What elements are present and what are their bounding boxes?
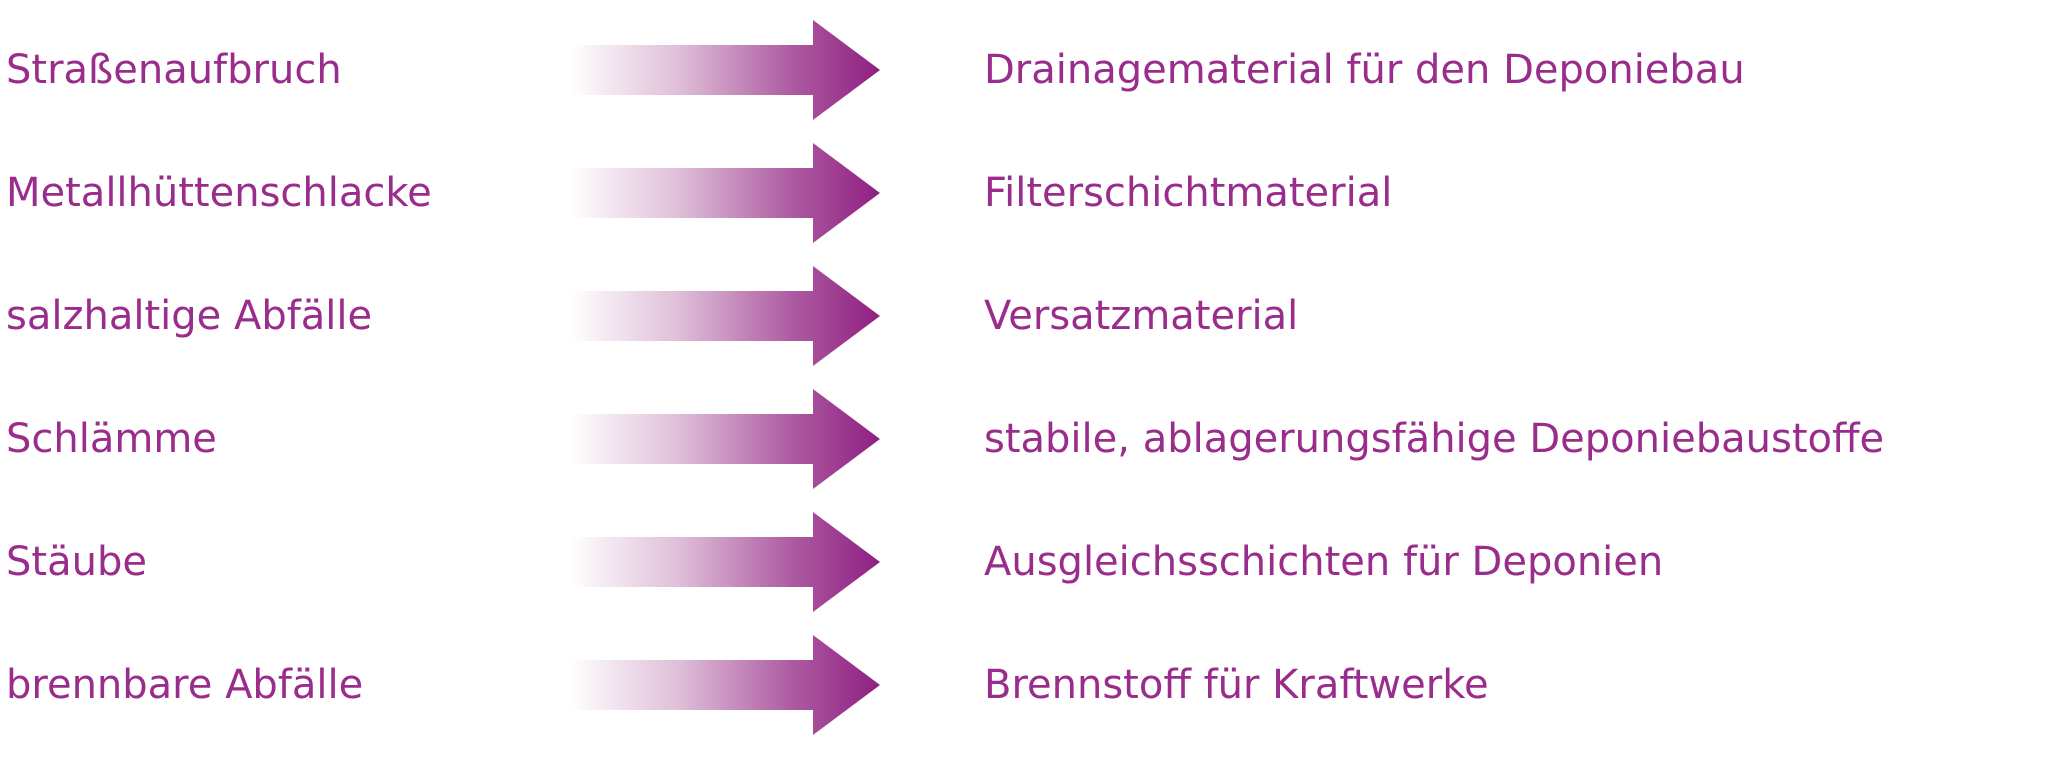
source-material-label: Stäube [6, 539, 147, 585]
source-material-label: Metallhüttenschlacke [6, 170, 432, 216]
source-material-label: brennbare Abfälle [6, 662, 364, 708]
right-arrow-icon [570, 512, 880, 612]
right-arrow-icon [570, 389, 880, 489]
target-use-label: Ausgleichsschichten für Deponien [984, 539, 1664, 585]
conversion-row: salzhaltige Abfälle Versatzmaterial [0, 261, 2048, 371]
target-use-label: Brennstoff für Kraftwerke [984, 662, 1489, 708]
right-arrow-icon [570, 266, 880, 366]
target-use-label: Versatzmaterial [984, 293, 1299, 339]
conversion-row: brennbare Abfälle Brennstoff für Kraftwe… [0, 630, 2048, 740]
target-use-label: Drainagematerial für den Deponiebau [984, 47, 1745, 93]
source-material-label: Schlämme [6, 416, 217, 462]
right-arrow-icon [570, 143, 880, 243]
conversion-row: Metallhüttenschlacke Filterschichtmateri… [0, 138, 2048, 248]
conversion-row: Straßenaufbruch Drainagematerial für den… [0, 15, 2048, 125]
target-use-label: Filterschichtmaterial [984, 170, 1393, 216]
right-arrow-icon [570, 20, 880, 120]
conversion-row: Schlämme stabile, ablagerungsfähige Depo… [0, 384, 2048, 494]
target-use-label: stabile, ablagerungsfähige Deponiebausto… [984, 416, 1885, 462]
source-material-label: salzhaltige Abfälle [6, 293, 373, 339]
source-material-label: Straßenaufbruch [6, 47, 342, 93]
conversion-row: Stäube Ausgleichsschichten für Deponien [0, 507, 2048, 617]
right-arrow-icon [570, 635, 880, 735]
